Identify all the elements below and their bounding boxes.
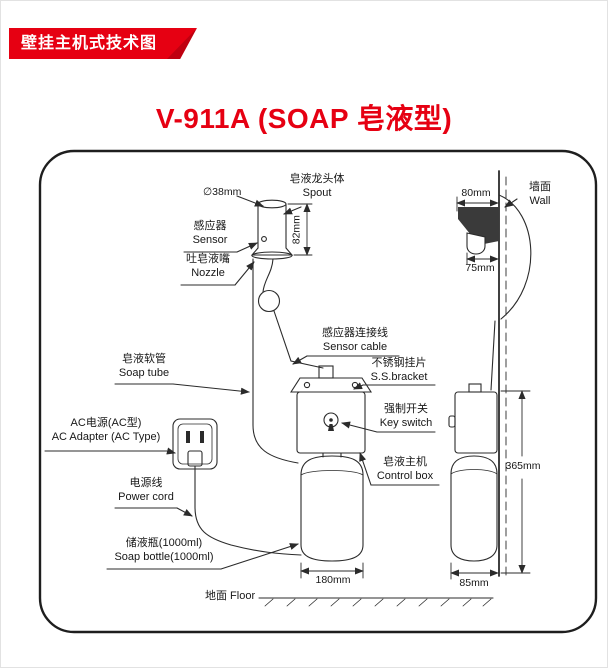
- diameter-value: ∅38mm: [203, 186, 242, 198]
- soap-tube-label-en: Soap tube: [118, 366, 170, 379]
- sensor-cable-drawing: [257, 258, 324, 369]
- soap-bottle-label: 储液瓶(1000ml) Soap bottle(1000ml): [105, 537, 223, 565]
- floor-label-text: 地面 Floor: [205, 590, 256, 602]
- sensor-leader: [183, 242, 258, 253]
- power-cord-label-en: Power cord: [118, 490, 174, 503]
- sensor-cable-label: 感应器连接线 Sensor cable: [307, 327, 403, 355]
- floor-label: 地面 Floor: [205, 590, 255, 604]
- dim-82mm-value: 82mm: [290, 215, 303, 245]
- bottle-side-drawing: [450, 455, 498, 562]
- soap-tube-label: 皂液软管 Soap tube: [111, 353, 177, 381]
- power-cord-leader: [114, 507, 193, 517]
- soap-bottle-label-cn: 储液瓶(1000ml): [125, 537, 203, 549]
- dim-75mm-label: 75mm: [457, 262, 503, 275]
- dim-80mm-lines: [456, 196, 499, 212]
- diagram-frame: [38, 149, 598, 634]
- ac-adapter-label: AC电源(AC型) AC Adapter (AC Type): [41, 417, 171, 445]
- control-box-label-cn: 皂液主机: [383, 456, 427, 468]
- spout-leader: [283, 206, 302, 215]
- soap-bottle-label-en: Soap bottle(1000ml): [114, 550, 214, 563]
- spout-label-cn: 皂液龙头体: [289, 173, 345, 185]
- dim-80mm-label: 80mm: [453, 187, 499, 200]
- spout-label-en: Spout: [302, 186, 332, 199]
- sensor-cable-label-cn: 感应器连接线: [322, 327, 388, 339]
- bottle-leader: [106, 543, 299, 570]
- sensor-cable-label-en: Sensor cable: [322, 340, 388, 353]
- control-box-label: 皂液主机 Control box: [369, 456, 441, 484]
- wall-label-en: Wall: [529, 194, 551, 207]
- nozzle-label: 吐皂液嘴 Nozzle: [177, 253, 239, 281]
- control-box-leader: [359, 452, 440, 486]
- outlet-drawing: [172, 418, 218, 470]
- nozzle-label-en: Nozzle: [191, 266, 225, 279]
- spout-side-drawing: [458, 207, 499, 255]
- dim-180mm-lines: [300, 562, 364, 579]
- key-switch-label-cn: 强制开关: [384, 403, 428, 415]
- soap-tube-label-cn: 皂液软管: [122, 353, 166, 365]
- bracket-drawing: [289, 365, 373, 393]
- soap-tube-drawing: [252, 258, 299, 464]
- ribbon-banner: 壁挂主机式技术图: [9, 28, 197, 59]
- key-switch-label: 强制开关 Key switch: [375, 403, 437, 431]
- wall-label: 墙面 Wall: [518, 181, 562, 209]
- dim-85mm-lines: [450, 562, 499, 580]
- dim-365mm-label: 365mm: [500, 460, 546, 473]
- power-cord-label: 电源线 Power cord: [113, 477, 179, 505]
- diameter-leader: [236, 195, 264, 207]
- control-box-side-drawing: [448, 383, 498, 454]
- dim-85mm-value: 85mm: [459, 577, 489, 589]
- wall-label-cn: 墙面: [529, 181, 551, 193]
- soap-tube-leader: [114, 383, 250, 395]
- ac-adapter-label-en: AC Adapter (AC Type): [51, 430, 161, 443]
- diameter-label: ∅38mm: [203, 186, 249, 199]
- spout-label: 皂液龙头体 Spout: [279, 173, 355, 201]
- dim-82mm-label: 82mm: [290, 210, 303, 250]
- dim-180mm-value: 180mm: [315, 574, 351, 586]
- dim-365mm-lines: [500, 390, 531, 574]
- power-cord-drawing: [194, 465, 302, 556]
- cable-side-drawing: [490, 194, 532, 391]
- control-box-label-en: Control box: [376, 469, 434, 482]
- dim-75mm-lines: [466, 252, 499, 265]
- dim-85mm-label: 85mm: [449, 577, 499, 590]
- ac-adapter-leader: [44, 447, 176, 455]
- nozzle-leader: [180, 261, 255, 286]
- dim-82mm-lines: [287, 203, 313, 256]
- bracket-label-cn: 不锈钢挂片: [371, 357, 427, 369]
- bottle-front-drawing: [300, 452, 364, 562]
- dim-80mm-value: 80mm: [461, 187, 491, 199]
- power-cord-label-cn: 电源线: [129, 477, 163, 489]
- bracket-label: 不锈钢挂片 S.S.bracket: [361, 357, 437, 385]
- sensor-label-en: Sensor: [192, 233, 228, 246]
- bracket-label-en: S.S.bracket: [370, 370, 428, 383]
- dim-180mm-label: 180mm: [303, 574, 363, 587]
- sensor-label-cn: 感应器: [193, 220, 227, 232]
- wall-drawing: [498, 170, 507, 577]
- floor-line: [258, 597, 494, 607]
- bracket-leader: [353, 382, 436, 390]
- dim-365mm-value: 365mm: [505, 460, 541, 472]
- control-box-drawing: [296, 391, 366, 454]
- sensor-cable-leader: [292, 355, 400, 365]
- dim-75mm-value: 75mm: [465, 262, 495, 274]
- spout-front-drawing: [250, 199, 294, 260]
- page-title: V-911A (SOAP 皂液型): [155, 103, 453, 134]
- key-switch-leader: [341, 421, 436, 433]
- sensor-label: 感应器 Sensor: [181, 220, 239, 248]
- key-switch-label-en: Key switch: [379, 416, 433, 429]
- ac-adapter-label-cn: AC电源(AC型): [70, 417, 142, 429]
- banner-title: 壁挂主机式技术图: [21, 35, 158, 52]
- nozzle-label-cn: 吐皂液嘴: [186, 253, 230, 265]
